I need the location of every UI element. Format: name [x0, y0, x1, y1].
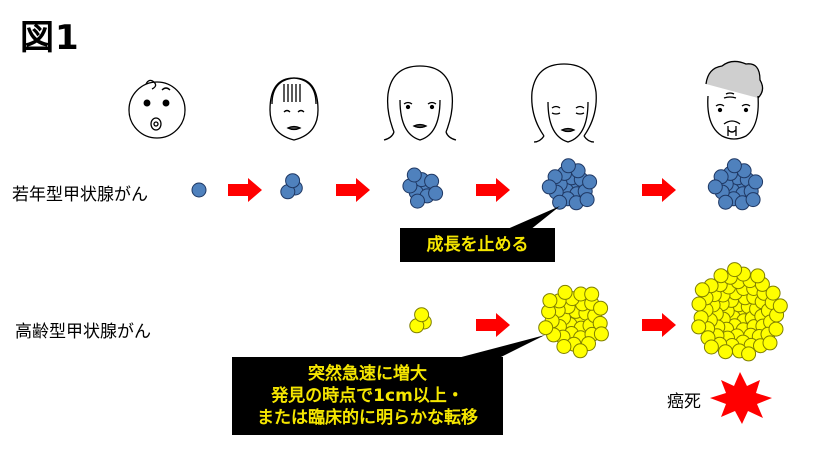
cell [745, 192, 761, 208]
cell [691, 319, 707, 335]
elderly-cluster-3 [691, 262, 788, 362]
cell [727, 262, 743, 278]
right-arrow-icon [476, 313, 510, 337]
callout-stop-growth [400, 206, 560, 262]
cancer-death-label: 癌死 [667, 392, 701, 412]
cell [572, 343, 588, 359]
explosion-burst-icon [710, 372, 772, 424]
cell [428, 185, 444, 201]
cell [285, 173, 301, 189]
young-cluster-1 [191, 182, 207, 198]
cell [593, 326, 609, 342]
cell [691, 296, 707, 312]
baby-face-icon [128, 79, 186, 139]
cell [538, 320, 554, 336]
young-woman-face-icon [383, 65, 457, 141]
arrow-group [228, 178, 676, 337]
callout-rapid-text: 突然急速に増大 発見の時点で1cm以上・ または臨床的に明らかな転移 [232, 363, 503, 429]
cell [541, 179, 557, 195]
child-face-icon [269, 77, 319, 141]
elderly-face-icon [705, 60, 764, 140]
cell [410, 193, 425, 209]
right-arrow-icon [228, 178, 262, 202]
cell [557, 284, 573, 300]
cell [584, 286, 600, 302]
cell [542, 293, 558, 309]
cell [694, 282, 710, 298]
cell [560, 158, 576, 174]
cell [768, 321, 784, 337]
cell [772, 298, 788, 314]
cell [593, 300, 609, 316]
right-arrow-icon [642, 178, 676, 202]
cell [762, 335, 778, 351]
cell-cluster-group [191, 158, 788, 362]
callout-rapid-line-2: 発見の時点で1cm以上・ [271, 386, 464, 406]
cell [414, 307, 430, 323]
young-cluster-4 [541, 158, 598, 211]
cell [726, 158, 742, 174]
cell [703, 339, 719, 355]
cell [556, 339, 572, 354]
right-arrow-icon [476, 178, 510, 202]
young-type-label: 若年型甲状腺がん [12, 185, 148, 205]
cell [718, 344, 733, 360]
cell [582, 174, 598, 190]
elderly-cluster-2 [538, 284, 609, 359]
cell [191, 182, 207, 198]
cell [748, 174, 764, 190]
cell [406, 167, 422, 183]
cell [718, 194, 734, 210]
callout-rapid-growth [232, 335, 545, 435]
elderly-cluster-1 [409, 307, 432, 334]
young-cluster-5 [707, 158, 764, 211]
callout-stop-text: 成長を止める [426, 235, 529, 255]
cell [750, 268, 766, 284]
figure-title: 図1 [20, 18, 80, 58]
cell [713, 268, 729, 284]
callout-rapid-line-1: 突然急速に増大 [308, 364, 427, 384]
cell [579, 192, 595, 208]
callout-rapid-line-3: または臨床的に明らかな転移 [257, 408, 478, 428]
cell [552, 194, 568, 210]
cell [741, 346, 757, 362]
elderly-type-label: 高齢型甲状腺がん [15, 322, 151, 342]
right-arrow-icon [336, 178, 370, 202]
cell [707, 179, 723, 195]
right-arrow-icon [642, 313, 676, 337]
young-cluster-3 [402, 167, 444, 209]
adult-woman-face-icon [531, 63, 597, 143]
cell [765, 285, 781, 301]
young-cluster-2 [280, 173, 303, 200]
